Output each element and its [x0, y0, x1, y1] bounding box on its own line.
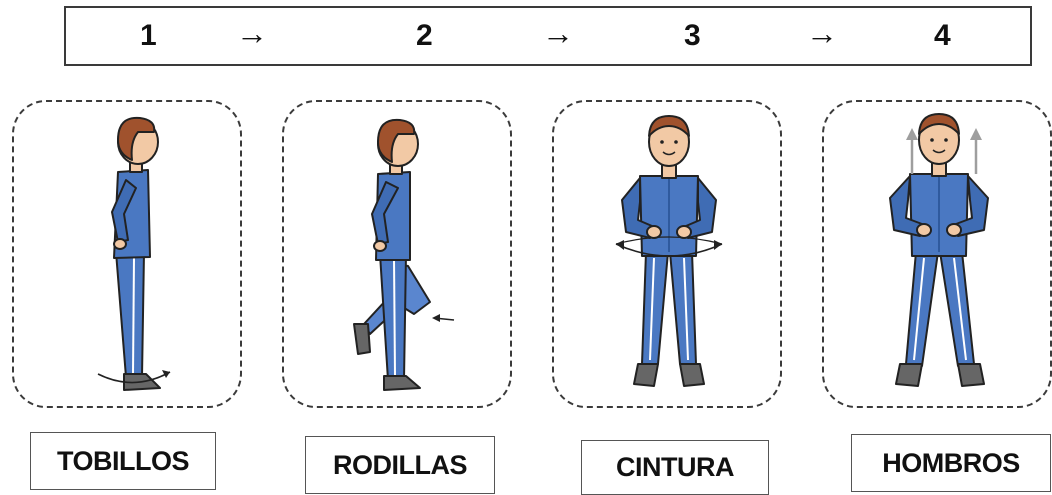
exercise-card-shoulders	[822, 100, 1052, 408]
exercise-card-ankles	[12, 100, 242, 408]
person-side-knee-icon	[353, 118, 455, 391]
label-cintura: CINTURA	[581, 440, 769, 495]
person-front-shoulder-icon	[889, 113, 989, 387]
arrow-right-icon: →	[806, 15, 838, 51]
arrow-right-icon: →	[236, 15, 268, 51]
label-hombros: HOMBROS	[851, 434, 1051, 492]
label-rodillas: RODILLAS	[305, 436, 495, 494]
step-number-2: 2	[416, 19, 433, 52]
step-number-3: 3	[684, 19, 701, 52]
person-front-waist-icon	[615, 115, 723, 387]
sequence-bar: 1 → 2 → 3 → 4	[64, 6, 1032, 66]
label-tobillos: TOBILLOS	[30, 432, 216, 490]
step-number-1: 1	[140, 19, 157, 52]
exercise-card-waist	[552, 100, 782, 408]
exercise-card-knees	[282, 100, 512, 408]
step-number-4: 4	[934, 19, 951, 52]
arrow-right-icon: →	[542, 15, 574, 51]
person-side-ankle-icon	[97, 116, 171, 391]
